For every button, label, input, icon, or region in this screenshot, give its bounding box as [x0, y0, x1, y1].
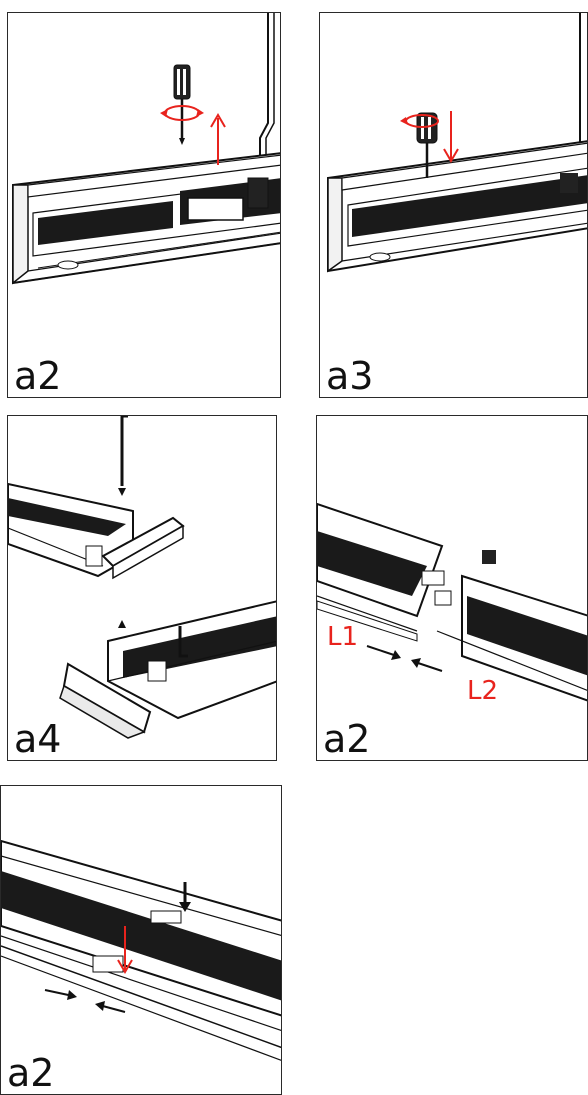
push-down-arrow-icon: [443, 111, 459, 163]
step-label: a2: [7, 1051, 55, 1095]
screwdriver-icon: [173, 64, 191, 145]
push-down-arrow-icon: [179, 882, 191, 912]
rotate-arrow-icon: [160, 105, 204, 121]
screwdriver-icon: [416, 112, 438, 178]
rotate-arrow-icon: [400, 114, 439, 128]
step-label: a3: [326, 354, 374, 398]
section-label-l1: L1: [327, 622, 359, 652]
step-label: a4: [14, 717, 62, 761]
step-panel-a3-screw: a3: [319, 12, 588, 398]
screw-down-arrow-icon: [117, 926, 133, 974]
step-panel-a2-join-sections: L1 L2 a2: [316, 415, 588, 761]
step-panel-a2-unscrew: a2: [7, 12, 281, 398]
push-together-arrows-icon: [44, 989, 126, 1013]
section-label-l2: L2: [467, 676, 499, 706]
push-together-arrows-icon: [366, 645, 443, 672]
luminaire-end-illustration: [327, 13, 587, 273]
step-panel-a2-lock-joint: a2: [0, 785, 282, 1095]
step-panel-a4-endcap: a4: [7, 415, 277, 761]
step-label: a2: [323, 717, 371, 761]
endcap-illustration: [8, 416, 276, 739]
step-label: a2: [14, 354, 62, 398]
connecting-sections-illustration: [317, 502, 587, 702]
lift-arrow-icon: [210, 113, 226, 165]
luminaire-end-illustration: [12, 13, 280, 285]
joined-sections-illustration: [1, 839, 281, 1061]
